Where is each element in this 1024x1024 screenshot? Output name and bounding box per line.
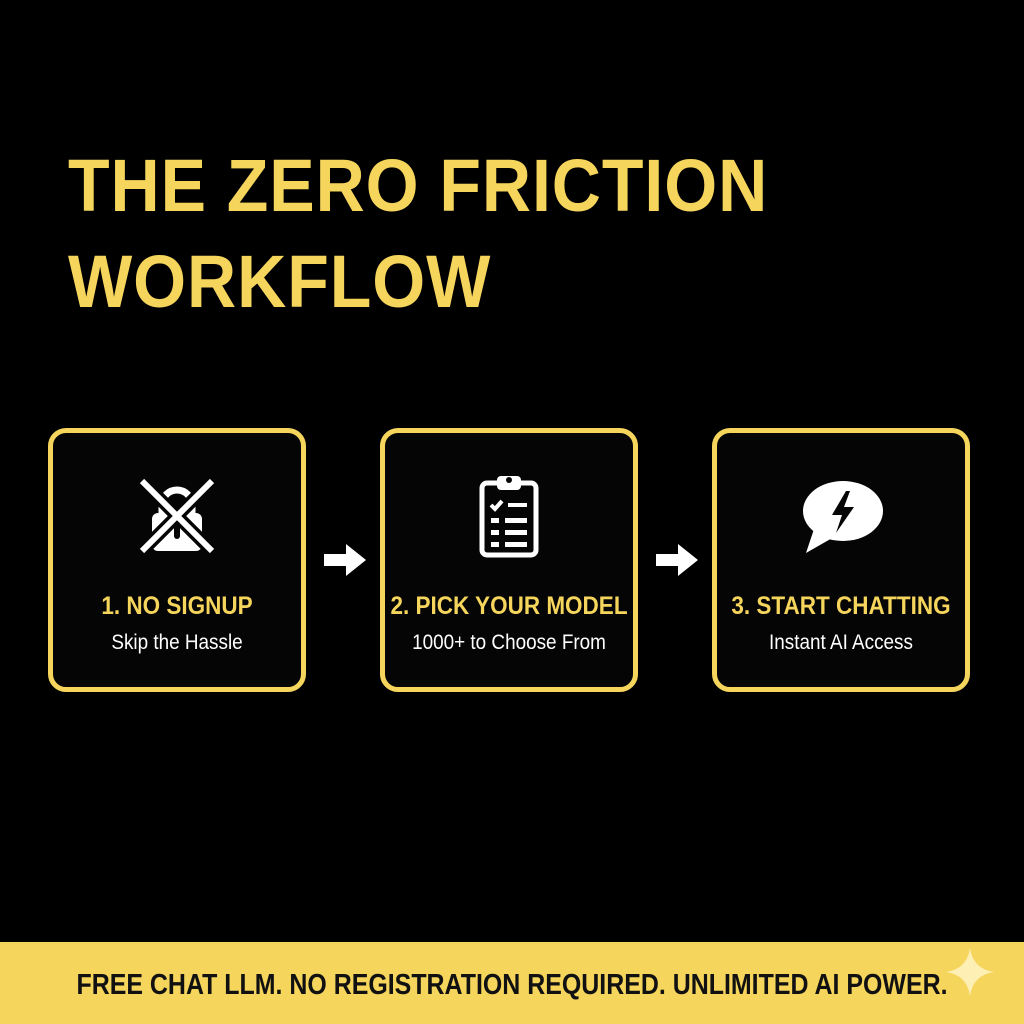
step-subtitle: Instant AI Access (769, 631, 913, 654)
step-title: 3. START CHATTING (731, 592, 951, 620)
chat-bubble-lightning-icon (796, 471, 886, 561)
clipboard-checklist-icon (464, 471, 554, 561)
step-card-start-chatting: 3. START CHATTING Instant AI Access (712, 428, 970, 692)
crossed-out-lock-icon (132, 471, 222, 561)
sparkle-icon (944, 946, 996, 998)
step-subtitle: 1000+ to Choose From (412, 631, 606, 654)
step-card-pick-model: 2. PICK YOUR MODEL 1000+ to Choose From (380, 428, 638, 692)
headline-line-1: THE ZERO FRICTION (68, 144, 769, 227)
step-subtitle: Skip the Hassle (111, 631, 243, 654)
step-title: 1. NO SIGNUP (101, 592, 253, 620)
step-title: 2. PICK YOUR MODEL (390, 592, 628, 620)
arrow-right-icon (654, 542, 700, 578)
footer-banner: FREE CHAT LLM. NO REGISTRATION REQUIRED.… (0, 942, 1024, 1024)
step-card-no-signup: 1. NO SIGNUP Skip the Hassle (48, 428, 306, 692)
arrow-right-icon (322, 542, 368, 578)
headline-line-2: WORKFLOW (68, 240, 492, 323)
banner-text: FREE CHAT LLM. NO REGISTRATION REQUIRED.… (76, 969, 948, 1001)
headline: THE ZERO FRICTION WORKFLOW (68, 138, 896, 330)
